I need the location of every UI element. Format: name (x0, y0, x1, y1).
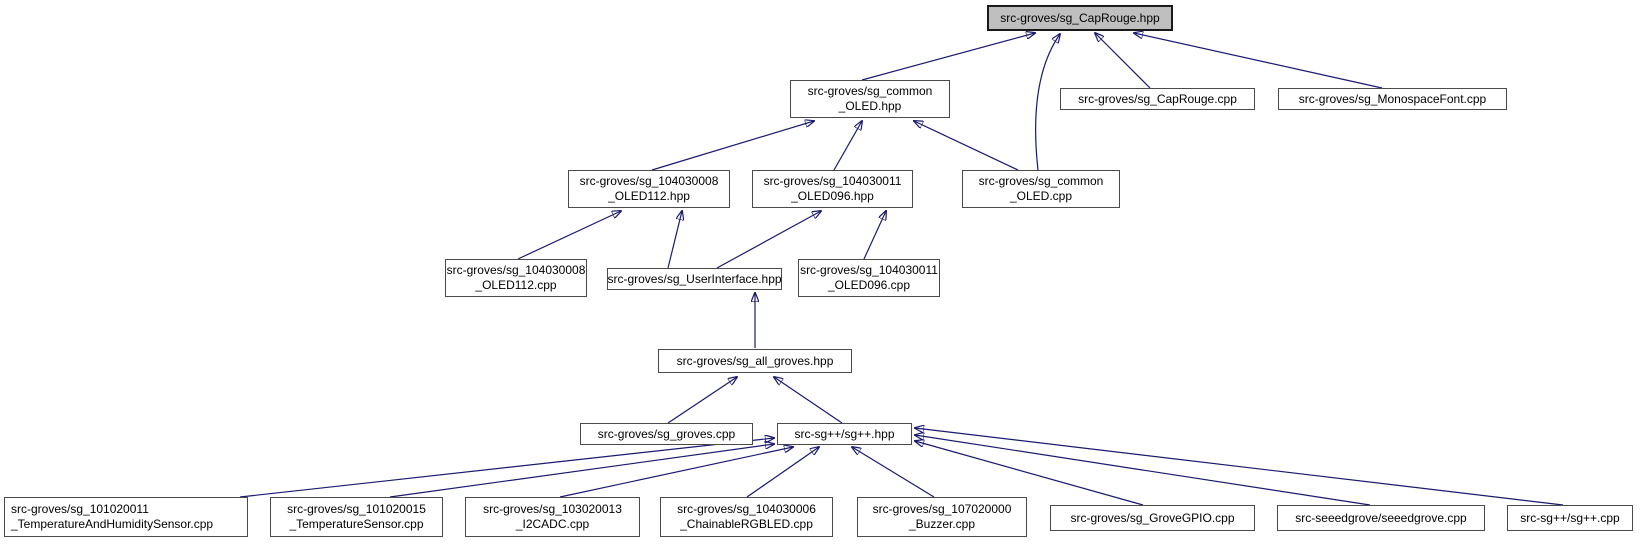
edge-buzzer-cpp-to-sgpp-hpp (852, 447, 935, 498)
edge-chainablergbled-cpp-to-sgpp-hpp (746, 447, 819, 498)
node-sg-monospacefont-cpp[interactable]: src-groves/sg_MonospaceFont.cpp (1278, 88, 1507, 110)
node-label: _I2CADC.cpp (515, 517, 590, 531)
edge-i2cadc-cpp-to-sgpp-hpp (559, 447, 793, 498)
node-label: src-groves/sg_all_groves.hpp (676, 353, 834, 368)
node-label: _OLED.hpp (838, 99, 902, 113)
node-sg-caprouge-cpp[interactable]: src-groves/sg_CapRouge.cpp (1060, 88, 1255, 110)
edge-common-oled-cpp-to-caprouge-hpp (1035, 34, 1060, 171)
node-label: _OLED.cpp (1009, 189, 1073, 203)
node-sg-104030006-chainablergbled-cpp[interactable]: src-groves/sg_104030006 _ChainableRGBLED… (660, 497, 833, 537)
node-label: src-groves/sg_104030008 (579, 174, 719, 188)
node-label: src-groves/sg_104030011 (800, 263, 938, 277)
node-label: src-groves/sg_107020000 (872, 502, 1012, 516)
node-label: src-groves/sg_101020011 (11, 502, 149, 516)
edge-monospacefont-cpp-to-caprouge-hpp (1134, 33, 1383, 89)
edge-oled112-cpp-to-oled112-hpp (517, 211, 621, 260)
node-sg-caprouge-hpp[interactable]: src-groves/sg_CapRouge.hpp (987, 5, 1173, 31)
node-label: src-groves/sg_UserInterface.hpp (607, 271, 782, 286)
edge-oled112-hpp-to-common-oled-hpp (651, 121, 814, 171)
node-sg-104030008-oled112-cpp[interactable]: src-groves/sg_104030008 _OLED112.cpp (445, 259, 587, 297)
edge-oled096-hpp-to-common-oled-hpp (833, 121, 862, 171)
edge-caprouge-cpp-to-caprouge-hpp (1095, 33, 1151, 89)
node-sg-common-oled-hpp[interactable]: src-groves/sg_common _OLED.hpp (790, 80, 950, 118)
node-label: _TemperatureSensor.cpp (289, 517, 424, 531)
edge-sgpp-cpp-to-sgpp-hpp (915, 428, 1564, 506)
node-label: src-groves/sg_101020015 (287, 502, 426, 516)
node-sg-107020000-buzzer-cpp[interactable]: src-groves/sg_107020000 _Buzzer.cpp (857, 497, 1027, 537)
node-sg-104030011-oled096-hpp[interactable]: src-groves/sg_104030011 _OLED096.hpp (752, 170, 913, 208)
node-label: _ChainableRGBLED.cpp (680, 517, 813, 531)
node-label: _OLED112.hpp (608, 189, 690, 203)
edge-sgpp-hpp-to-all-groves-hpp (774, 377, 843, 424)
node-sg-103020013-i2cadc-cpp[interactable]: src-groves/sg_103020013 _I2CADC.cpp (465, 497, 640, 537)
node-sg-101020011-temperatureandhumiditysensor-cpp[interactable]: src-groves/sg_101020011 _TemperatureAndH… (4, 497, 248, 537)
node-sg-common-oled-cpp[interactable]: src-groves/sg_common _OLED.cpp (962, 170, 1120, 208)
node-label: src-groves/sg_groves.cpp (597, 426, 736, 441)
node-label: _OLED112.cpp (475, 278, 557, 292)
edge-temphumidity-cpp-to-sgpp-hpp (239, 438, 774, 498)
edge-tempsensor-cpp-to-sgpp-hpp (389, 444, 774, 498)
node-label: src-groves/sg_CapRouge.hpp (1000, 10, 1160, 25)
node-sg-userinterface-hpp[interactable]: src-groves/sg_UserInterface.hpp (607, 268, 782, 290)
node-label: src-groves/sg_common (978, 174, 1104, 188)
node-label: src-seeedgrove/seeedgrove.cpp (1295, 510, 1467, 525)
edge-common-oled-hpp-to-caprouge-hpp (861, 33, 1035, 81)
node-sgpp-cpp[interactable]: src-sg++/sg++.cpp (1507, 505, 1633, 531)
node-label: src-groves/sg_104030006 (677, 502, 816, 516)
node-label: _TemperatureAndHumiditySensor.cpp (11, 517, 214, 531)
edge-groves-cpp-to-all-groves-hpp (667, 377, 737, 424)
edge-common-oled-cpp-to-common-oled-hpp (914, 121, 1019, 171)
node-sg-104030008-oled112-hpp[interactable]: src-groves/sg_104030008 _OLED112.hpp (568, 170, 730, 208)
node-label: src-groves/sg_CapRouge.cpp (1078, 91, 1237, 106)
node-label: src-groves/sg_104030011 (763, 174, 902, 188)
edge-userinterface-hpp-to-oled112-hpp (667, 211, 682, 269)
node-label: _OLED096.hpp (791, 189, 874, 203)
node-sg-104030011-oled096-cpp[interactable]: src-groves/sg_104030011 _OLED096.cpp (798, 259, 940, 297)
node-sg-all-groves-hpp[interactable]: src-groves/sg_all_groves.hpp (658, 349, 852, 373)
node-label: src-groves/sg_103020013 (483, 502, 622, 516)
node-label: src-sg++/sg++.hpp (794, 426, 895, 441)
node-sg-groves-cpp[interactable]: src-groves/sg_groves.cpp (580, 423, 753, 445)
node-label: _Buzzer.cpp (908, 517, 976, 531)
node-label: src-groves/sg_GroveGPIO.cpp (1070, 510, 1235, 525)
node-sg-101020015-temperaturesensor-cpp[interactable]: src-groves/sg_101020015 _TemperatureSens… (270, 497, 443, 537)
node-sgpp-hpp[interactable]: src-sg++/sg++.hpp (777, 423, 912, 445)
edge-seeedgrove-cpp-to-sgpp-hpp (915, 435, 1371, 506)
node-label: src-groves/sg_104030008 (446, 263, 586, 277)
edge-userinterface-hpp-to-oled096-hpp (716, 211, 821, 269)
edge-grovegpio-cpp-to-sgpp-hpp (915, 441, 1144, 506)
node-sg-grovegpio-cpp[interactable]: src-groves/sg_GroveGPIO.cpp (1050, 505, 1255, 531)
node-seeedgrove-cpp[interactable]: src-seeedgrove/seeedgrove.cpp (1277, 505, 1485, 531)
edge-oled096-cpp-to-oled096-hpp (863, 211, 886, 260)
node-label: _OLED096.cpp (827, 278, 911, 292)
node-label: src-groves/sg_MonospaceFont.cpp (1298, 91, 1487, 106)
node-label: src-groves/sg_common (807, 84, 933, 98)
node-label: src-sg++/sg++.cpp (1520, 510, 1620, 525)
